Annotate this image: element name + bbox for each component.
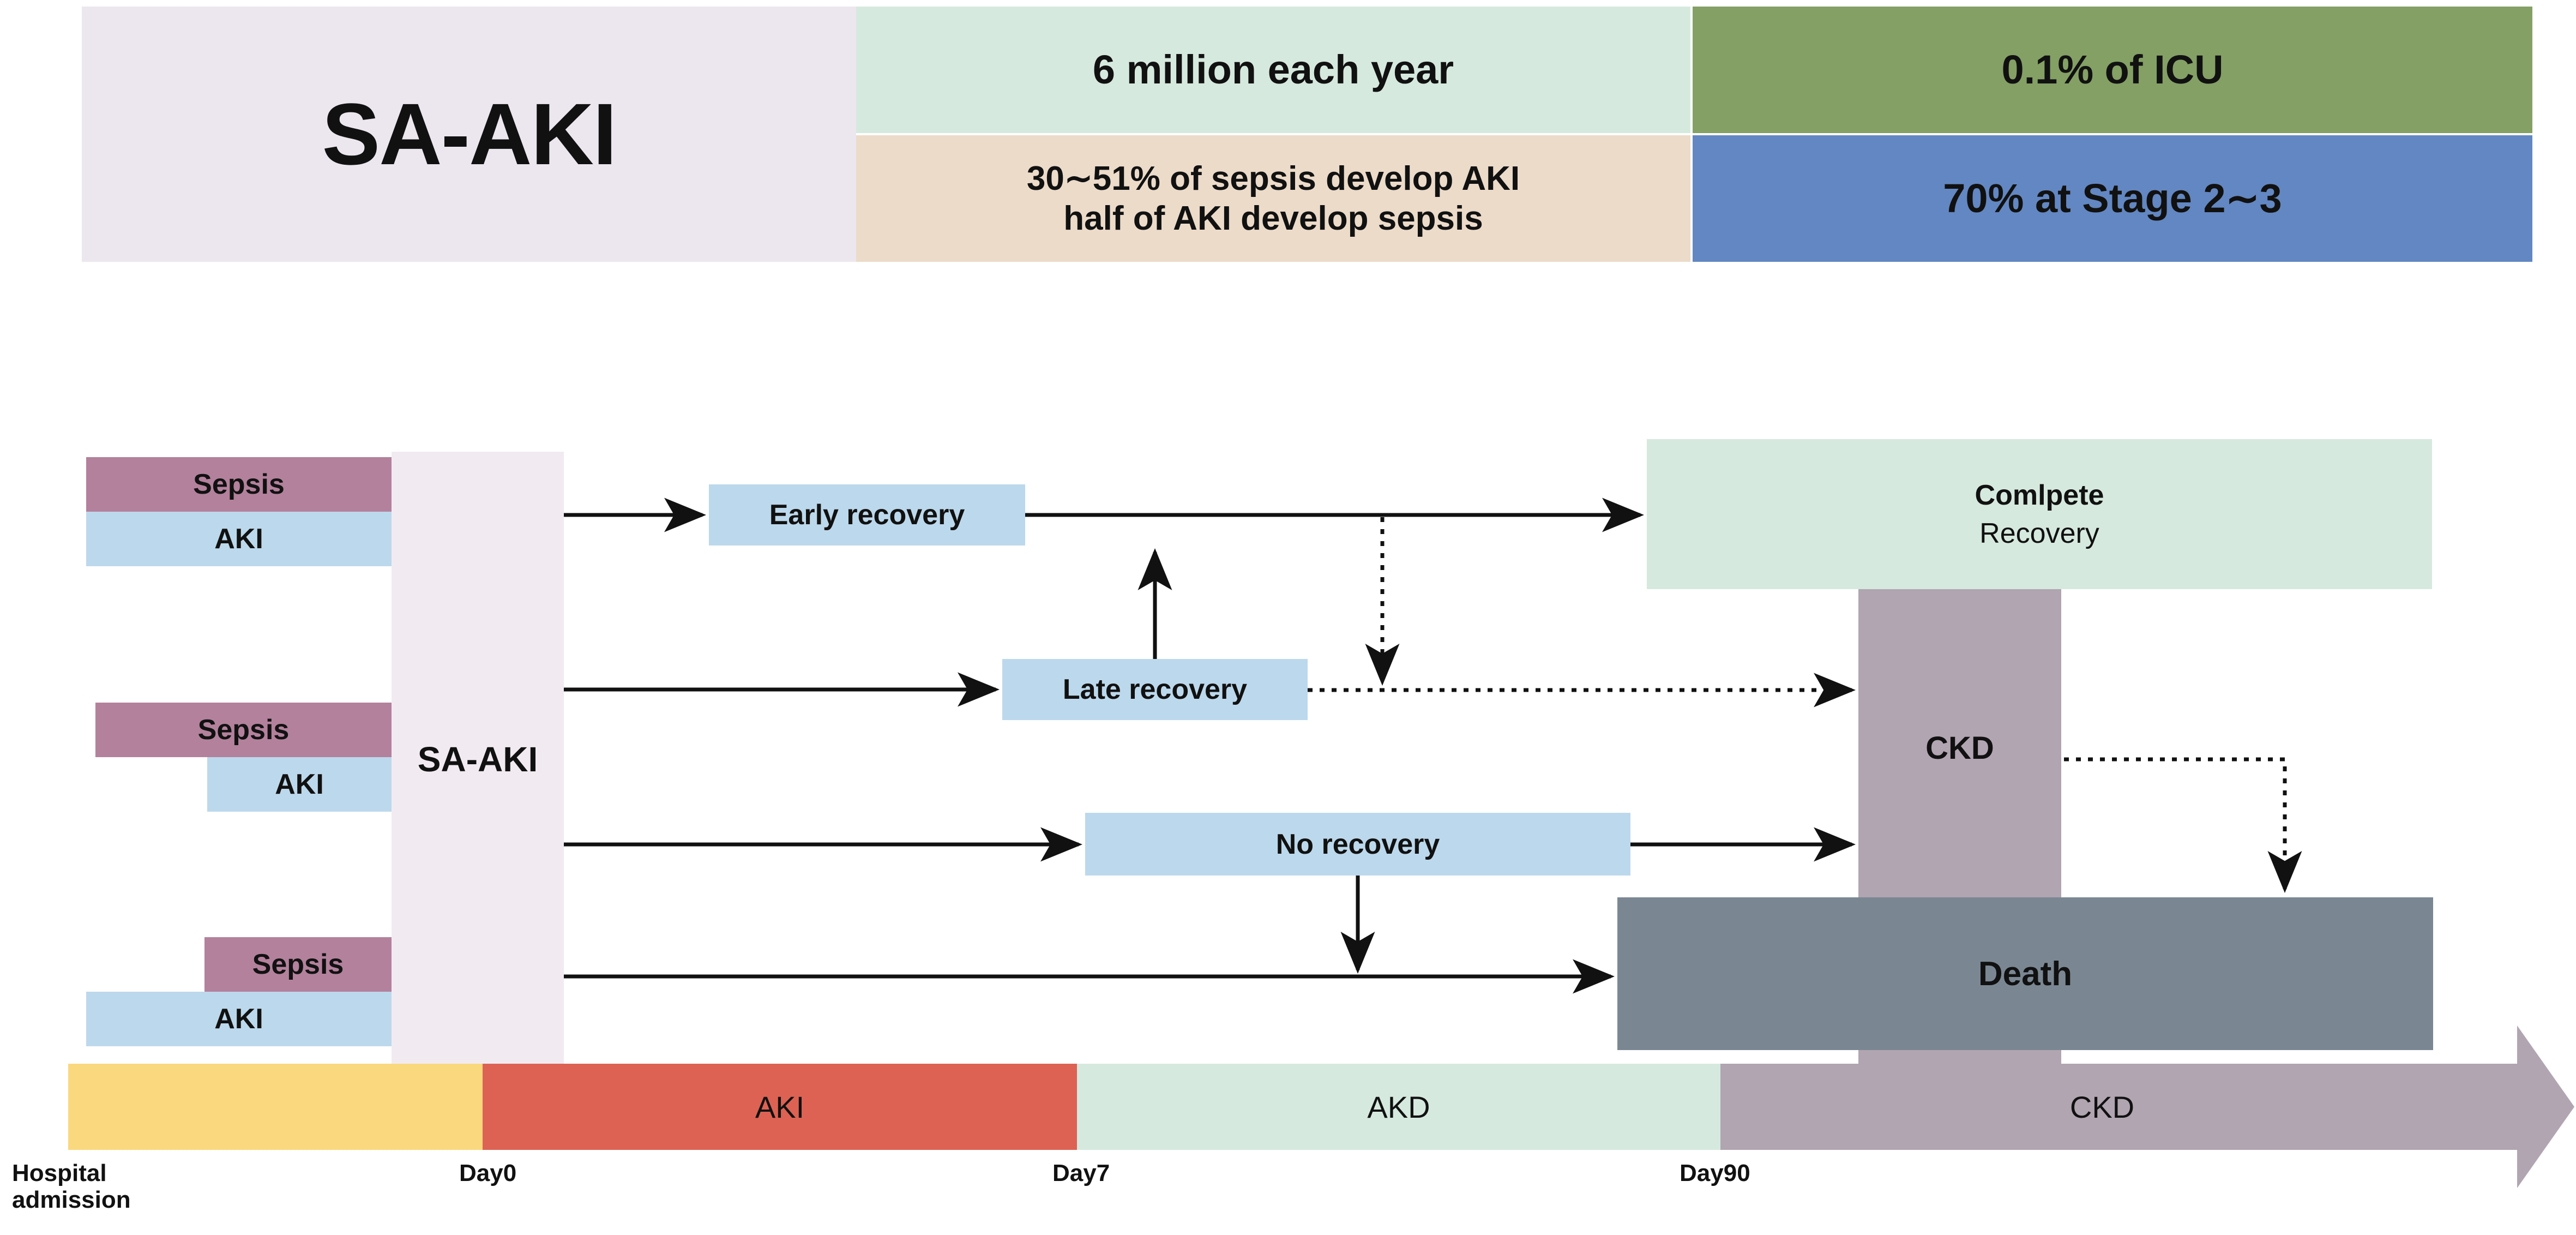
header-icu-cell: 0.1% of ICU [1693, 7, 2532, 133]
timeline-tick-day0: Day0 [459, 1160, 517, 1186]
header-incidence-cell: 6 million each year [856, 7, 1690, 133]
timeline-segment-ckd: CKD [1720, 1064, 2484, 1150]
timeline-tick-hospital-admission-line1: Hospital [12, 1160, 107, 1186]
aki-bar-group-3: AKI [86, 992, 392, 1046]
complete-recovery-line1: Comlpete [1975, 479, 2104, 511]
timeline-tick-hospital-admission-line2: admission [12, 1186, 131, 1214]
late-recovery-box: Late recovery [1002, 659, 1308, 720]
sepsis-bar-group-2: Sepsis [95, 703, 392, 757]
complete-recovery-line2: Recovery [1979, 517, 2099, 549]
aki-bar-group-2: AKI [207, 757, 392, 812]
timeline-tick-day90: Day90 [1680, 1160, 1750, 1186]
header-overlap-cell: 30∼51% of sepsis develop AKI half of AKI… [856, 135, 1690, 262]
header-stage-cell: 70% at Stage 2∼3 [1693, 135, 2532, 262]
header-overlap-line2: half of AKI develop sepsis [1063, 200, 1483, 237]
sepsis-bar-group-1: Sepsis [86, 457, 392, 512]
timeline-arrow-head [2479, 1026, 2574, 1188]
timeline-segment-akd: AKD [1077, 1064, 1720, 1150]
sa-aki-hub-column: SA-AKI [392, 452, 564, 1067]
early-recovery-box: Early recovery [709, 484, 1025, 545]
timeline-segment-admission [68, 1064, 483, 1150]
header-overlap-line1: 30∼51% of sepsis develop AKI [1026, 159, 1520, 197]
arrow-ckd-to-death-dotted [2064, 757, 2302, 893]
aki-bar-group-1: AKI [86, 512, 392, 566]
sepsis-bar-group-3: Sepsis [204, 937, 392, 992]
timeline-segment-aki: AKI [483, 1064, 1077, 1150]
timeline-tick-day7: Day7 [1052, 1160, 1110, 1186]
death-box: Death [1617, 897, 2433, 1050]
complete-recovery-box: Comlpete Recovery [1647, 439, 2432, 589]
no-recovery-box: No recovery [1085, 813, 1630, 876]
timeline-tick-hospital-admission: Hospital admission [12, 1160, 208, 1214]
header-title-cell: SA-AKI [82, 7, 856, 262]
